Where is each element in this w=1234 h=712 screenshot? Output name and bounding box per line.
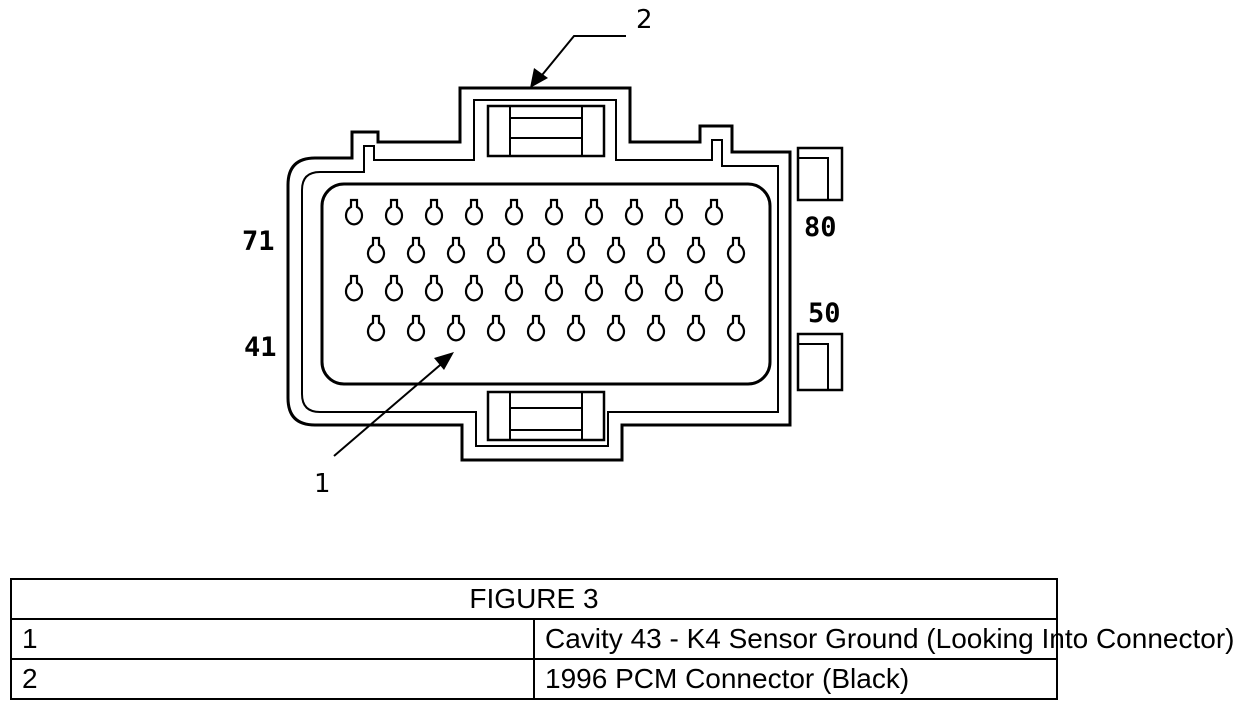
cavity [606, 314, 626, 342]
cavity [344, 198, 364, 226]
pin-label-71: 71 [242, 226, 275, 257]
pin-label-41: 41 [244, 332, 277, 363]
legend-row-text: Cavity 43 - K4 Sensor Ground (Looking In… [533, 618, 1234, 660]
cavity [726, 236, 746, 264]
cavity [384, 198, 404, 226]
cavity [584, 274, 604, 302]
callout-1-arrowhead [434, 352, 454, 370]
callout-1-leader [333, 359, 447, 457]
connector-outer-shell [286, 86, 792, 462]
cavity [704, 274, 724, 302]
cavity [624, 198, 644, 226]
legend-title-row: FIGURE 3 [10, 578, 1058, 620]
cavity [624, 274, 644, 302]
cavity [446, 314, 466, 342]
cavity [726, 314, 746, 342]
cavity [584, 198, 604, 226]
cavity [424, 198, 444, 226]
cavity [646, 314, 666, 342]
cavity [464, 198, 484, 226]
legend-row: 2 1996 PCM Connector (Black) [10, 658, 1058, 700]
callout-1-number: 1 [314, 469, 331, 499]
right-key-top [796, 146, 844, 202]
cavity [486, 236, 506, 264]
legend-row-text: 1996 PCM Connector (Black) [533, 658, 1058, 700]
cavity [446, 236, 466, 264]
cavity [686, 236, 706, 264]
cavity [544, 274, 564, 302]
cavity [504, 274, 524, 302]
top-latch [486, 104, 606, 158]
connector-inner-shell [301, 99, 779, 447]
connector-diagram: 71 41 80 50 2 1 [242, 5, 844, 499]
cavity-face [320, 182, 772, 386]
cavity [664, 198, 684, 226]
legend-row-number: 1 [10, 618, 535, 660]
cavity [384, 274, 404, 302]
cavity [544, 198, 564, 226]
callout-2-leader [537, 35, 626, 81]
cavity [686, 314, 706, 342]
figure-legend-table: FIGURE 3 1 Cavity 43 - K4 Sensor Ground … [10, 578, 1234, 700]
cavity [566, 236, 586, 264]
legend-row-number: 2 [10, 658, 535, 700]
cavity [526, 314, 546, 342]
cavity [424, 274, 444, 302]
cavity-grid [344, 198, 746, 342]
callout-2-arrowhead [530, 68, 548, 88]
cavity [504, 198, 524, 226]
callout-2-number: 2 [636, 5, 653, 35]
cavity [344, 274, 364, 302]
cavity [464, 274, 484, 302]
cavity [366, 314, 386, 342]
cavity [366, 236, 386, 264]
cavity [664, 274, 684, 302]
cavity [406, 314, 426, 342]
cavity [566, 314, 586, 342]
bottom-latch [486, 390, 606, 442]
cavity [406, 236, 426, 264]
cavity [704, 198, 724, 226]
legend-row: 1 Cavity 43 - K4 Sensor Ground (Looking … [10, 618, 1234, 660]
cavity [646, 236, 666, 264]
right-key-bottom [796, 332, 844, 392]
legend-title: FIGURE 3 [10, 578, 1058, 620]
cavity [606, 236, 626, 264]
cavity [486, 314, 506, 342]
pin-label-80: 80 [804, 212, 837, 243]
pin-label-50: 50 [808, 298, 841, 329]
cavity [526, 236, 546, 264]
